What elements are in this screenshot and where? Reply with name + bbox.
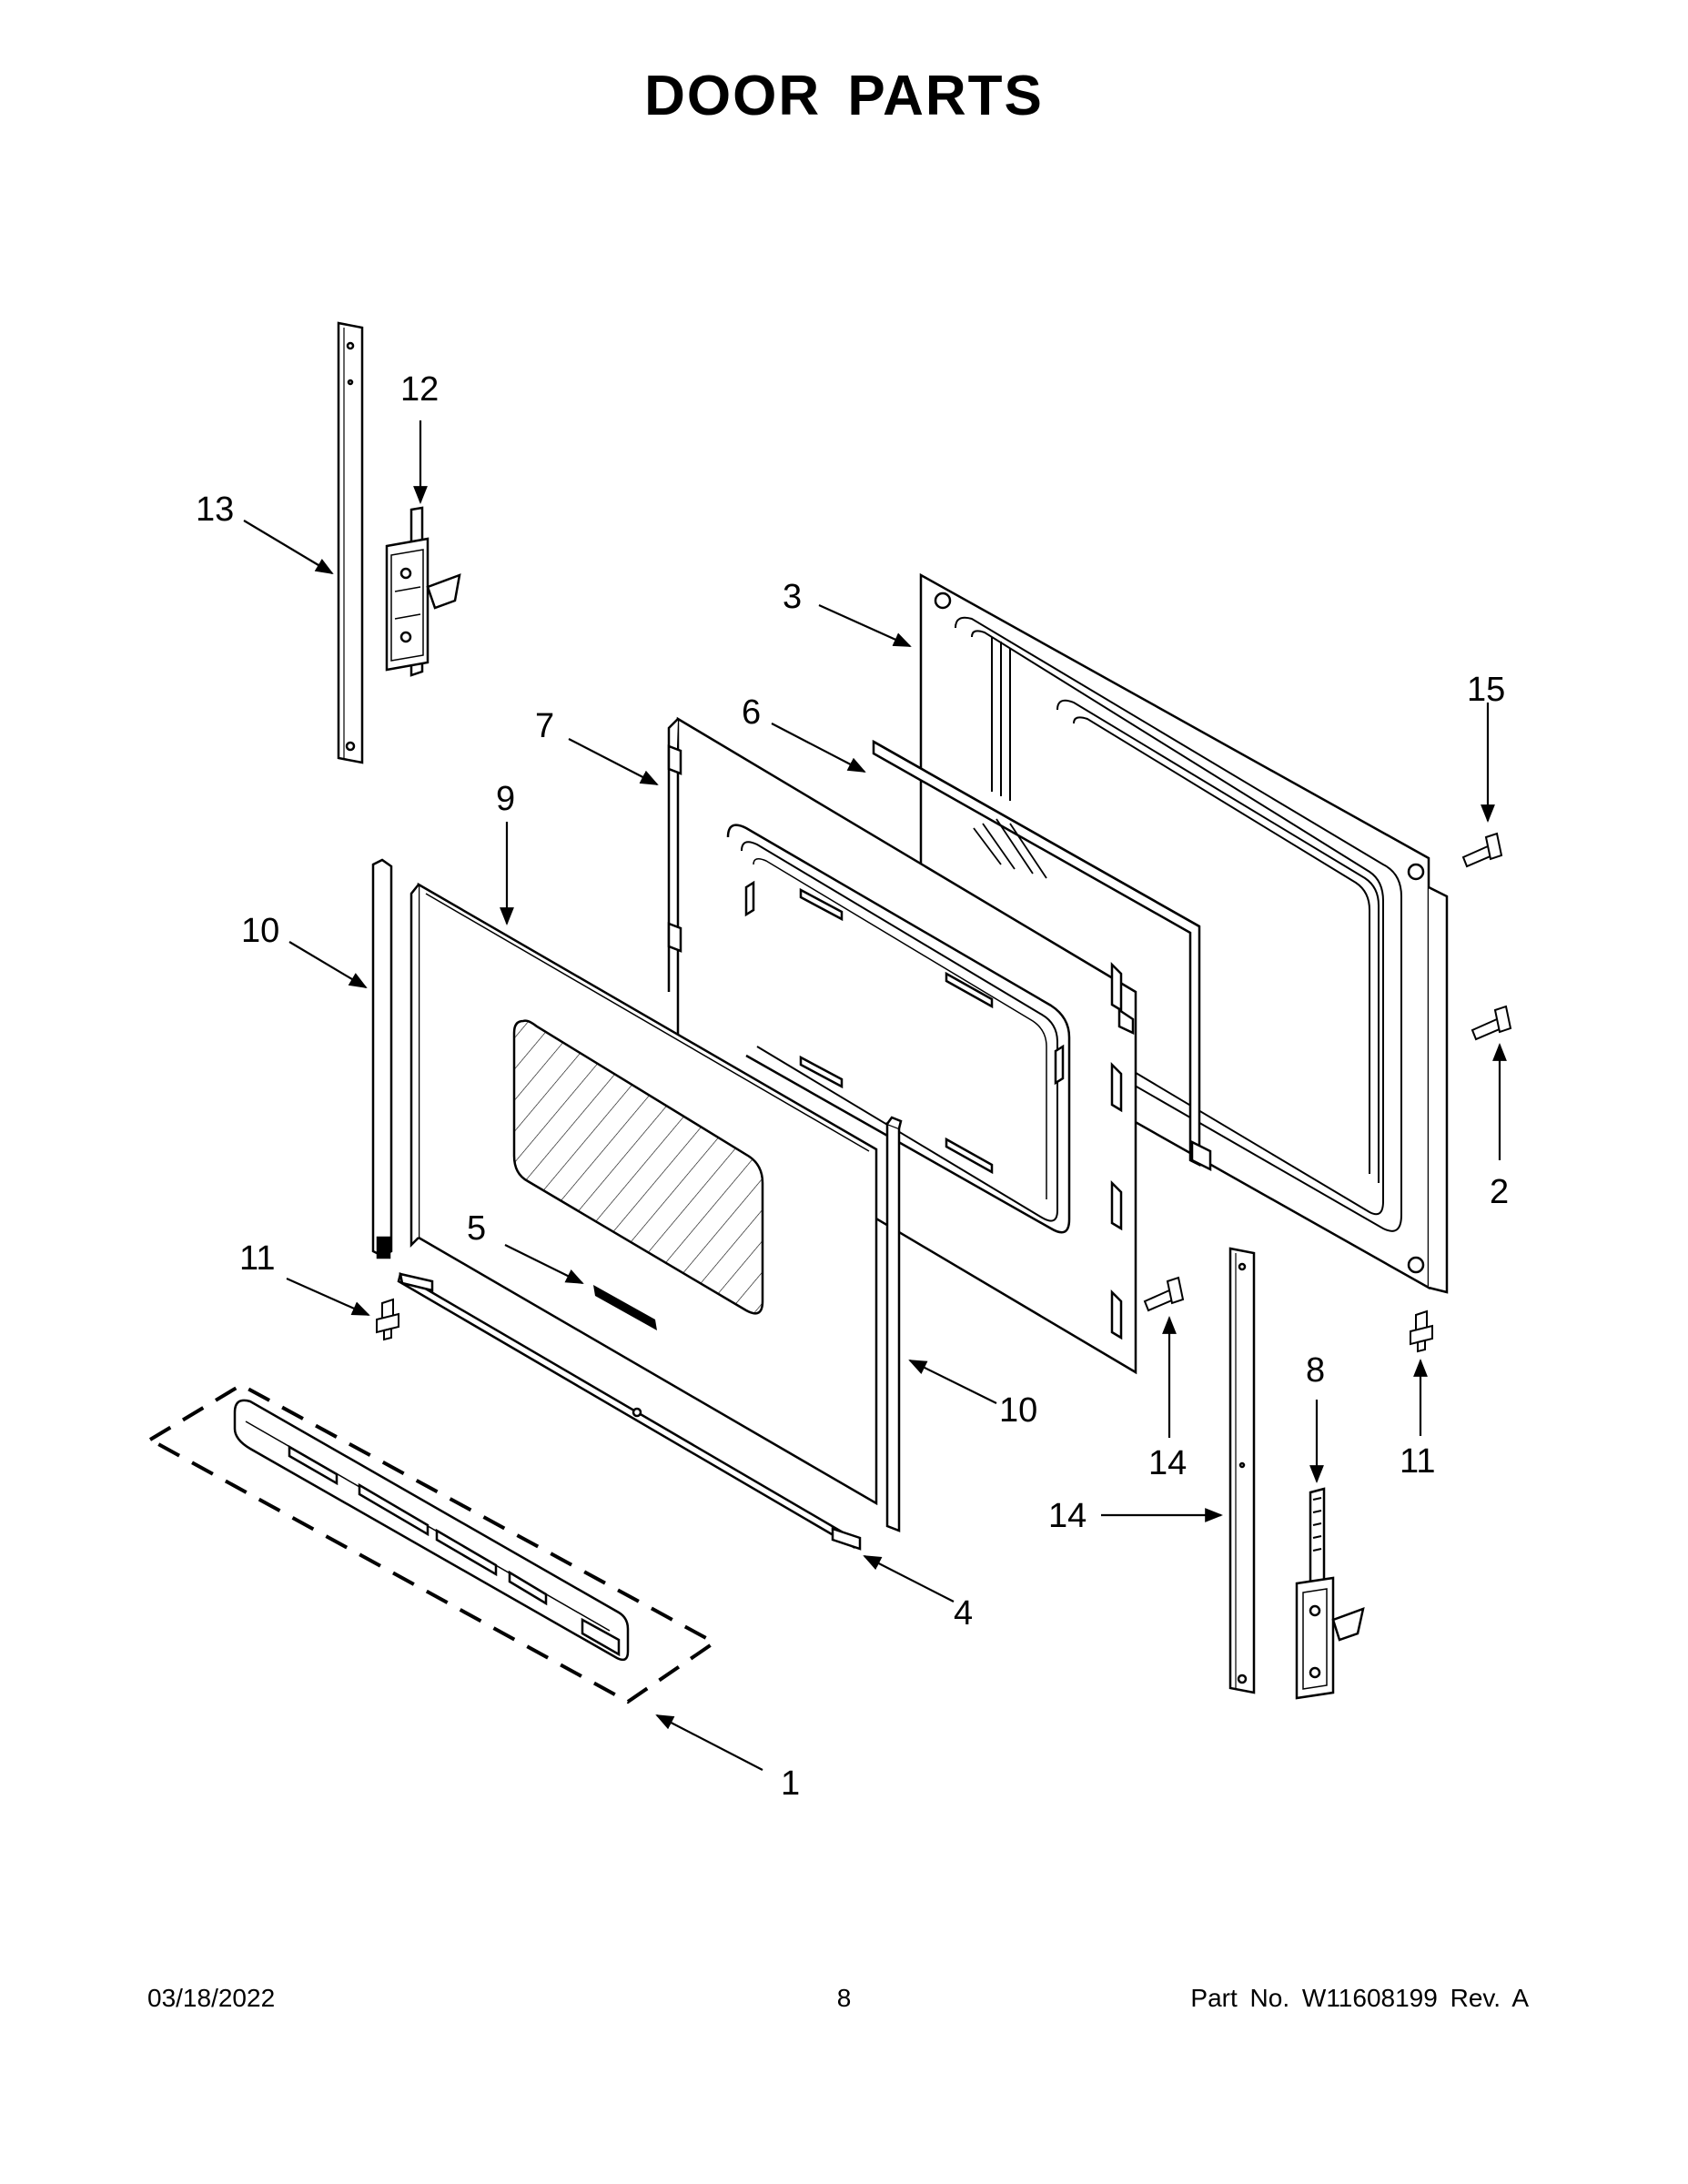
callout-7: 7 — [535, 707, 554, 745]
side-trim-right — [885, 1116, 903, 1532]
callout-8: 8 — [1306, 1351, 1325, 1390]
footer-date: 03/18/2022 — [147, 1984, 276, 2012]
screw-lower-right — [1410, 1309, 1433, 1353]
screw-2 — [1471, 1005, 1512, 1041]
bottom-trim — [397, 1272, 862, 1551]
outer-door-panel — [409, 882, 878, 1506]
callout-11-left: 11 — [239, 1239, 275, 1278]
footer-page-number: 8 — [836, 1984, 852, 2012]
callout-10-left: 10 — [241, 912, 279, 950]
inner-glass — [872, 739, 1212, 1172]
callout-2: 2 — [1490, 1173, 1509, 1211]
hinge-upper — [385, 506, 461, 677]
door-handle — [233, 1399, 630, 1662]
footer-part-number: Part No. W11608199 Rev. A — [1190, 1984, 1529, 2012]
callout-12: 12 — [400, 370, 439, 409]
page-title: DOOR PARTS — [644, 65, 1044, 127]
callout-11-right: 11 — [1400, 1442, 1435, 1481]
callout-6: 6 — [742, 693, 761, 732]
hinge-lower — [1295, 1487, 1365, 1700]
screw-13 — [1143, 1276, 1185, 1312]
callout-10-right: 10 — [999, 1391, 1037, 1430]
callout-14-upper: 13 — [196, 490, 234, 529]
callout-14-lower: 14 — [1048, 1497, 1087, 1535]
hinge-channel-lower — [1228, 1247, 1256, 1694]
side-trim-left — [371, 858, 393, 1259]
screw-lower-left — [376, 1298, 399, 1341]
whirlpool-badge — [593, 1285, 657, 1330]
leader-lines — [243, 420, 1507, 1771]
callout-3: 3 — [783, 578, 802, 616]
glass-pack-frame — [667, 716, 1137, 1375]
callout-4: 4 — [954, 1594, 973, 1633]
callout-1: 1 — [781, 1764, 800, 1803]
handle-assembly-outline — [146, 1382, 718, 1704]
callout-15: 15 — [1467, 671, 1505, 709]
callout-13: 14 — [1148, 1444, 1187, 1482]
hinge-channel-upper — [337, 321, 364, 764]
callout-5: 5 — [467, 1209, 486, 1248]
screw-15 — [1461, 832, 1503, 868]
callout-9: 9 — [496, 780, 515, 818]
callout-labels: 13 12 3 6 7 9 10 15 2 5 11 10 4 14 11 8 … — [196, 370, 1509, 1803]
inner-door-liner — [919, 572, 1449, 1294]
